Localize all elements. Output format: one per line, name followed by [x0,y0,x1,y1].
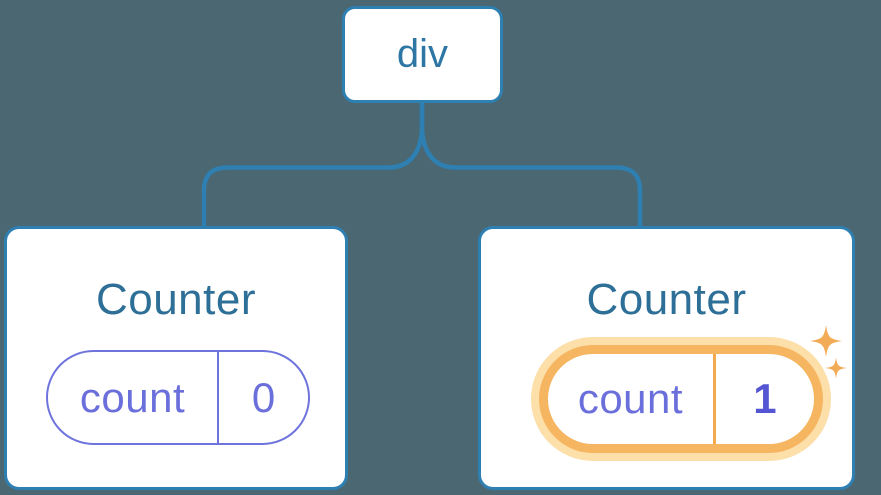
state-key-cell: count [48,352,219,443]
state-value: 1 [753,375,777,422]
state-pill: count 0 [46,350,310,445]
sparkle-large [810,325,842,357]
component-title: Counter [95,275,257,324]
root-node-label: div [396,32,449,76]
component-title: Counter [586,275,747,324]
counter-card-left: Counter count 0 [4,226,348,490]
state-value: 0 [251,373,276,421]
state-value-cell: 0 [219,352,308,443]
state-key-cell: count [548,354,716,444]
tree-root-node: div [342,6,503,103]
connector-left-branch [201,101,425,227]
counter-card-right: Counter count 1 [478,226,855,490]
state-pill-highlighted: count 1 [539,345,823,453]
state-value-cell: 1 [716,354,814,444]
state-key-label: count [577,375,684,422]
sparkle-small [825,357,847,379]
connector-right-branch [419,101,643,227]
state-key-label: count [79,373,186,421]
